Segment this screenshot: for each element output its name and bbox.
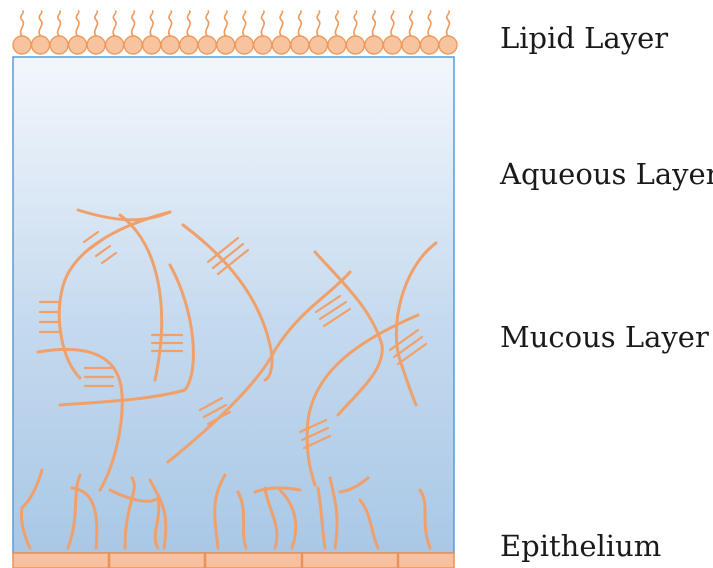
phospholipid — [106, 11, 124, 54]
phospholipid — [402, 11, 420, 54]
phospholipid — [180, 11, 198, 54]
phospholipid — [328, 11, 346, 54]
lipid-layer — [13, 11, 457, 54]
phospholipid — [420, 11, 438, 54]
phospholipid — [309, 11, 327, 54]
phospholipid — [69, 11, 87, 54]
phospholipid — [254, 11, 272, 54]
epithelium-label: Epithelium — [500, 532, 661, 561]
phospholipid — [439, 11, 457, 54]
phospholipid — [272, 11, 290, 54]
mucous-layer-label: Mucous Layer — [500, 323, 709, 352]
phospholipid — [383, 11, 401, 54]
epithelium-cells — [13, 553, 454, 568]
phospholipid — [217, 11, 235, 54]
phospholipid — [32, 11, 50, 54]
phospholipid — [235, 11, 253, 54]
phospholipid — [346, 11, 364, 54]
lipid-layer-label: Lipid Layer — [500, 24, 668, 53]
phospholipid — [13, 11, 31, 54]
phospholipid — [198, 11, 216, 54]
phospholipid — [124, 11, 142, 54]
phospholipid — [50, 11, 68, 54]
phospholipid — [365, 11, 383, 54]
phospholipid — [161, 11, 179, 54]
phospholipid — [87, 11, 105, 54]
aqueous-layer-label: Aqueous Layer — [500, 160, 713, 189]
phospholipid — [291, 11, 309, 54]
phospholipid — [143, 11, 161, 54]
